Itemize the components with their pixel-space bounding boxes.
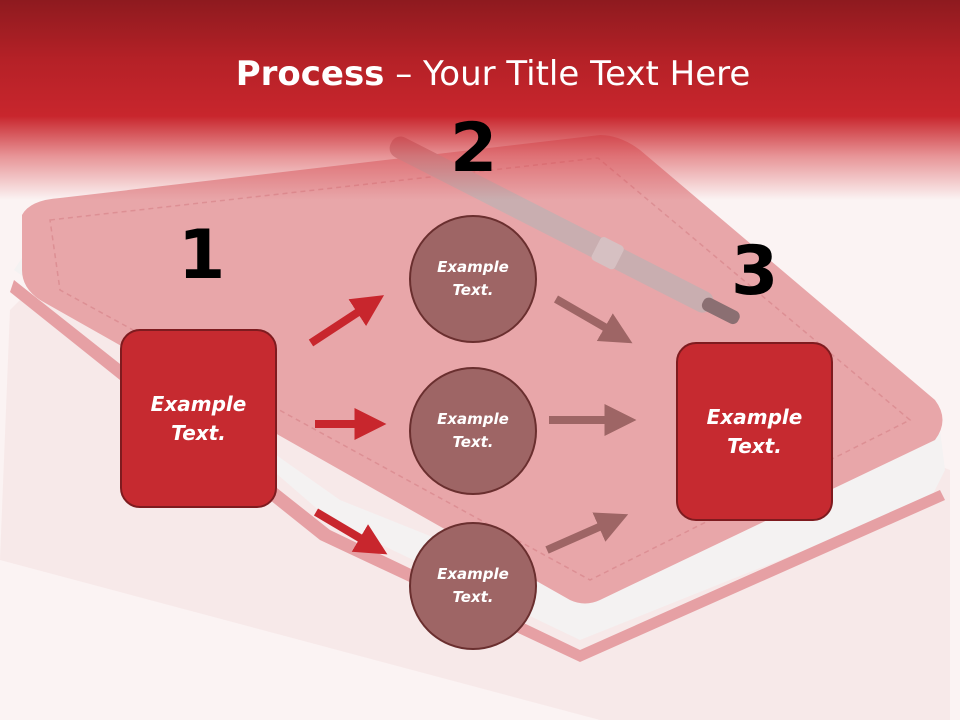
step-number-3: 3 bbox=[731, 232, 779, 311]
title-rest: – Your Title Text Here bbox=[384, 54, 751, 94]
circle-mid: Example Text. bbox=[409, 367, 537, 495]
circle-top-line1: Example bbox=[437, 258, 509, 276]
end-box-line1: Example bbox=[706, 404, 803, 429]
slide-title: Process – Your Title Text Here bbox=[0, 52, 960, 96]
circle-top-line2: Text. bbox=[452, 281, 494, 299]
arrow-start-to-bottom bbox=[313, 508, 388, 555]
step-number-2: 2 bbox=[450, 109, 498, 188]
pen-band bbox=[591, 237, 624, 270]
circle-bottom-line2: Text. bbox=[452, 588, 494, 606]
circle-bottom-line1: Example bbox=[437, 565, 509, 583]
end-box-line2: Text. bbox=[727, 433, 782, 458]
end-box: Example Text. bbox=[676, 342, 833, 521]
circle-mid-line2: Text. bbox=[452, 433, 494, 451]
start-box: Example Text. bbox=[120, 329, 277, 508]
circle-mid-line1: Example bbox=[437, 410, 509, 428]
start-box-line1: Example bbox=[150, 391, 247, 416]
circle-bottom: Example Text. bbox=[409, 522, 537, 650]
header-band bbox=[0, 0, 960, 200]
title-bold: Process bbox=[235, 54, 385, 94]
pen-tip bbox=[701, 297, 740, 325]
arrow-bottom-to-end bbox=[545, 512, 629, 554]
arrow-start-to-top bbox=[308, 295, 385, 347]
step-number-1: 1 bbox=[178, 216, 226, 295]
circle-top: Example Text. bbox=[409, 215, 537, 343]
arrow-top-to-end bbox=[553, 295, 633, 344]
start-box-line2: Text. bbox=[171, 420, 226, 445]
